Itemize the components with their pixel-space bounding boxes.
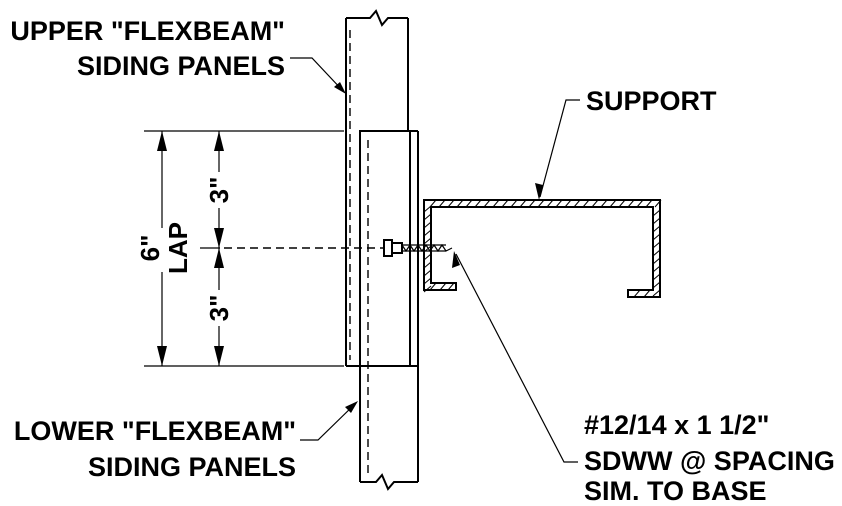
screw-label-line3: SIM. TO BASE [584, 476, 767, 506]
callout-labels: UPPER "FLEXBEAM" SIDING PANELS SUPPORT L… [10, 16, 834, 506]
screw-label-line2: SDWW @ SPACING [584, 446, 835, 476]
support-label: SUPPORT [586, 86, 717, 116]
dim-lower-value: 3" [204, 295, 234, 322]
screw-label-line1: #12/14 x 1 1/2" [584, 410, 769, 440]
dim-upper-value: 3" [204, 177, 234, 204]
upper-panels-label-line2: SIDING PANELS [77, 51, 285, 81]
upper-siding-panel [345, 9, 409, 367]
lower-panels-label-line1: LOWER "FLEXBEAM" [14, 416, 296, 446]
dim-overall-value: 6" [135, 235, 165, 262]
support-channel [423, 199, 662, 298]
lower-siding-panel [359, 130, 419, 491]
upper-panels-label-line1: UPPER "FLEXBEAM" [10, 16, 285, 46]
leader-lines [290, 57, 580, 463]
dimension-texts: 6" LAP 3" 3" [135, 172, 234, 326]
lower-panels-label-line2: SIDING PANELS [88, 452, 296, 482]
dim-overall-label: LAP [163, 222, 193, 274]
